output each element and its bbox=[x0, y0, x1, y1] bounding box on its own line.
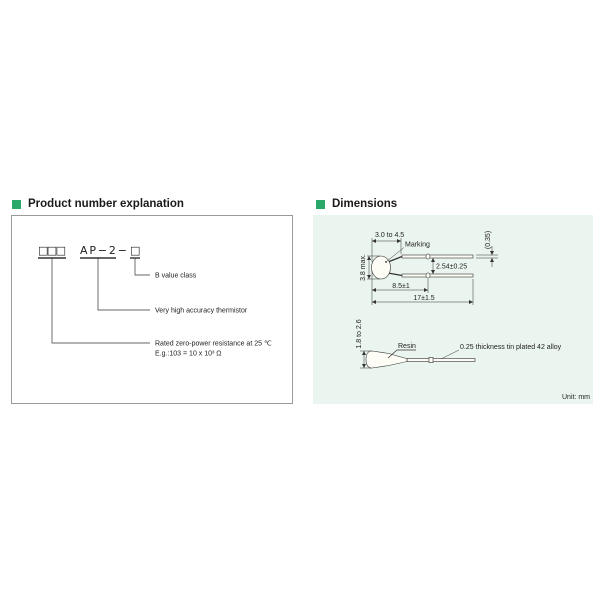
label-resistance-example: E.g.:103 = 10 x 10³ Ω bbox=[155, 351, 222, 358]
thermistor-head-top bbox=[365, 350, 408, 369]
dim-lead-thickness: (0.35) bbox=[485, 231, 492, 249]
dim-overall-length: 17±1.5 bbox=[413, 295, 434, 302]
lead-leg-bottom bbox=[387, 272, 403, 277]
leader-marking-dot bbox=[385, 261, 387, 263]
label-marking: Marking bbox=[405, 242, 430, 249]
side-view: 3.0 to 4.5 Marking 3.8 max. (0.35) 2.54±… bbox=[360, 231, 498, 305]
leader-marking bbox=[385, 247, 405, 263]
lead-top bbox=[401, 254, 474, 259]
dim-lead-pitch: 2.54±0.25 bbox=[436, 264, 467, 271]
leader-lead-material bbox=[440, 349, 460, 360]
label-resistance: Rated zero-power resistance at 25 ℃ bbox=[155, 341, 272, 348]
code-series: AP−2− bbox=[80, 244, 127, 257]
code-b-value-box: □ bbox=[130, 244, 140, 257]
top-view: 1.8 to 2.6 Resin 0.25 thickness tin plat… bbox=[356, 319, 562, 369]
leader-resistance bbox=[51, 258, 150, 344]
lead-bottom bbox=[401, 273, 474, 278]
dimensions-panel bbox=[313, 215, 593, 404]
leader-b-value bbox=[134, 258, 150, 276]
label-b-value: B value class bbox=[155, 273, 197, 280]
section-marker-icon bbox=[12, 199, 21, 209]
product-number-header: Product number explanation bbox=[12, 197, 184, 211]
lead-leg-top bbox=[387, 255, 403, 263]
bend-mark-bottom bbox=[425, 272, 431, 279]
leader-accuracy bbox=[97, 258, 150, 311]
bend-mark-top bbox=[425, 253, 431, 260]
dim-head-length: 3.0 to 4.5 bbox=[375, 232, 404, 239]
label-lead-material: 0.25 thickness tin plated 42 alloy bbox=[460, 344, 562, 351]
label-resin: Resin bbox=[398, 343, 416, 350]
dim-bend-length: 8.5±1 bbox=[392, 283, 410, 290]
product-number-panel bbox=[11, 215, 293, 404]
code-resistance-boxes: □□□ bbox=[38, 244, 66, 257]
thermistor-head-side bbox=[371, 255, 391, 280]
dimensions-header: Dimensions bbox=[316, 197, 397, 211]
product-number-title: Product number explanation bbox=[28, 198, 184, 210]
dimensions-title: Dimensions bbox=[332, 198, 398, 210]
label-accuracy: Very high accuracy thermistor bbox=[155, 308, 248, 315]
leader-resin bbox=[387, 349, 416, 359]
bend-mark-top-view bbox=[428, 356, 434, 363]
dim-head-width: 1.8 to 2.6 bbox=[356, 319, 363, 348]
dimensions-drawing: 3.0 to 4.5 Marking 3.8 max. (0.35) 2.54±… bbox=[356, 231, 590, 401]
dim-head-height: 3.8 max. bbox=[360, 254, 367, 281]
section-marker-icon bbox=[316, 199, 325, 209]
unit-note: Unit: mm bbox=[562, 394, 590, 401]
product-number-diagram: □□□ AP−2− □ B value class Very high accu… bbox=[38, 244, 272, 358]
